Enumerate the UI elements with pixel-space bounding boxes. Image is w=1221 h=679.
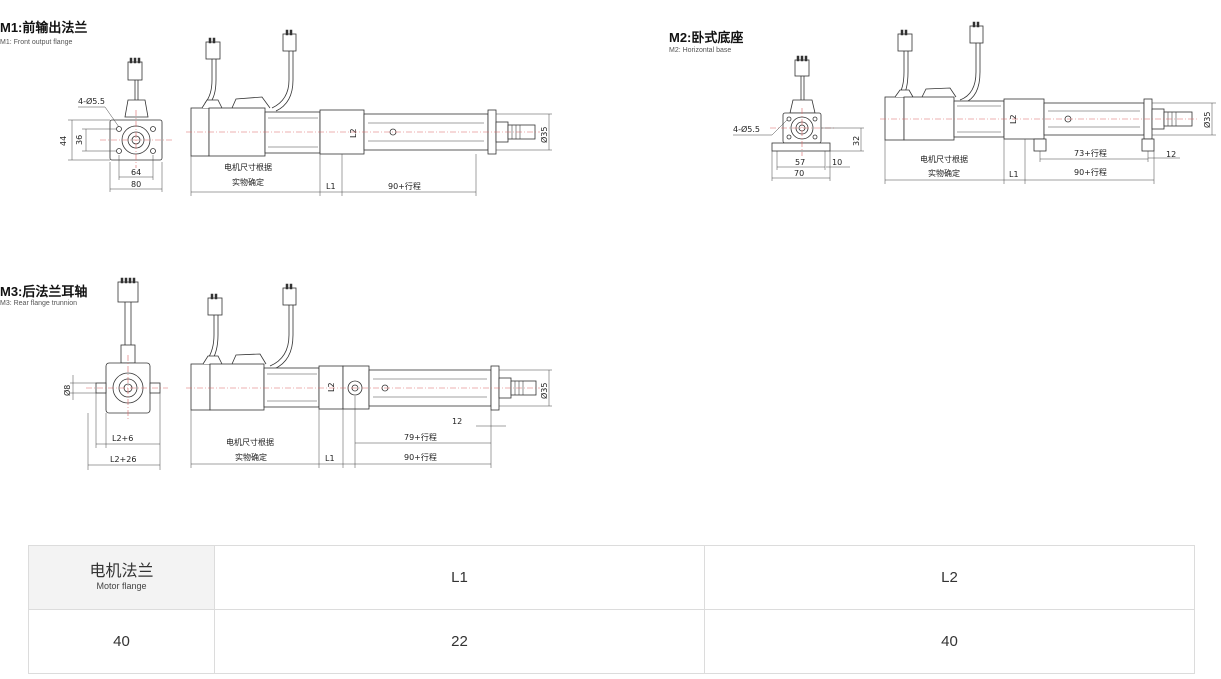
spec-table-header-row: 电机法兰 Motor flange L1 L2 xyxy=(28,545,1195,610)
m1-dia-label: Ø35 xyxy=(539,127,549,143)
m1-l1-label: L1 xyxy=(326,182,336,191)
header-motor-flange: 电机法兰 Motor flange xyxy=(28,545,215,610)
cell-flange: 40 xyxy=(28,609,215,674)
m2-dim-57: 57 xyxy=(795,158,805,167)
m3-d8-label: Ø8 xyxy=(62,385,72,396)
m3-dim-12: 12 xyxy=(452,417,462,426)
m1-side-view: L2 Ø35 电机尺寸根据 实物确定 L1 90+行程 xyxy=(186,29,552,196)
m2-l1-label: L1 xyxy=(1009,170,1019,179)
m1-dim-64: 64 xyxy=(131,168,141,177)
m2-dim-32: 32 xyxy=(852,136,861,146)
m2-dia-label: Ø35 xyxy=(1202,112,1212,128)
m2-dim-12: 12 xyxy=(1166,150,1176,159)
m2-base-plate xyxy=(771,142,831,152)
header-motor-flange-cn: 电机法兰 xyxy=(89,563,154,580)
m2-motor-note-1: 电机尺寸根据 xyxy=(920,154,968,164)
m3-l1-label: L1 xyxy=(325,454,335,463)
drawing-canvas: 4-Ø5.5 44 36 64 80 L2 xyxy=(59,21,1216,470)
m1-dim-36: 36 xyxy=(75,135,84,145)
m1-motor-note-2: 实物确定 xyxy=(232,177,264,187)
m2-dim-70: 70 xyxy=(794,169,804,178)
spec-table: 电机法兰 Motor flange L1 L2 40 22 40 xyxy=(28,545,1195,674)
m2-dim-10: 10 xyxy=(832,158,842,167)
m1-title: M1:前输出法兰 xyxy=(0,20,88,35)
m1-subtitle: M1: Front output flange xyxy=(0,39,73,46)
header-l2: L2 xyxy=(704,545,1195,610)
m2-stroke73-label: 73+行程 xyxy=(1074,148,1107,158)
header-l1: L1 xyxy=(214,545,705,610)
m3-front-view: Ø8 L2+6 L2+26 xyxy=(62,277,168,470)
m1-hole-label: 4-Ø5.5 xyxy=(78,96,105,106)
m3-subtitle: M3: Rear flange trunnion xyxy=(0,300,78,307)
table-row: 40 22 40 xyxy=(28,609,1195,674)
m3-motor-note-2: 实物确定 xyxy=(235,452,267,462)
header-motor-flange-en: Motor flange xyxy=(96,581,147,591)
m1-dim-80: 80 xyxy=(131,180,141,189)
m2-subtitle: M2: Horizontal base xyxy=(669,47,732,54)
m1-motor-note-1: 电机尺寸根据 xyxy=(224,162,272,172)
m1-front-connector xyxy=(127,61,143,81)
m3-l2-label: L2 xyxy=(327,382,336,392)
m3-motor-note-1: 电机尺寸根据 xyxy=(226,437,274,447)
m3-title: M3:后法兰耳轴 xyxy=(0,284,88,299)
m1-l2-label: L2 xyxy=(349,128,358,138)
m2-title: M2:卧式底座 xyxy=(669,30,744,45)
m3-w1-label: L2+6 xyxy=(112,434,133,443)
m3-side-view: L2 Ø35 12 79+行程 电机尺寸根据 实物确定 L1 90+行程 xyxy=(186,283,552,468)
m2-motor-note-2: 实物确定 xyxy=(928,168,960,178)
cell-l1: 22 xyxy=(214,609,705,674)
m2-front-view: 4-Ø5.5 32 57 70 10 xyxy=(733,55,864,181)
m2-stroke-label: 90+行程 xyxy=(1074,167,1107,177)
m1-front-view: 4-Ø5.5 44 36 64 80 xyxy=(59,57,172,192)
m2-side-view: L2 Ø35 73+行程 12 电机尺寸根据 实物确定 L1 90+行程 xyxy=(880,21,1216,184)
cell-l2: 40 xyxy=(704,609,1195,674)
m1-stroke-label: 90+行程 xyxy=(388,181,421,191)
m2-hole-label: 4-Ø5.5 xyxy=(733,124,760,134)
m3-stroke79-label: 79+行程 xyxy=(404,432,437,442)
m3-w2-label: L2+26 xyxy=(110,455,136,464)
m3-stroke-label: 90+行程 xyxy=(404,452,437,462)
m3-dia-label: Ø35 xyxy=(539,383,549,399)
m1-dim-44: 44 xyxy=(59,136,68,146)
